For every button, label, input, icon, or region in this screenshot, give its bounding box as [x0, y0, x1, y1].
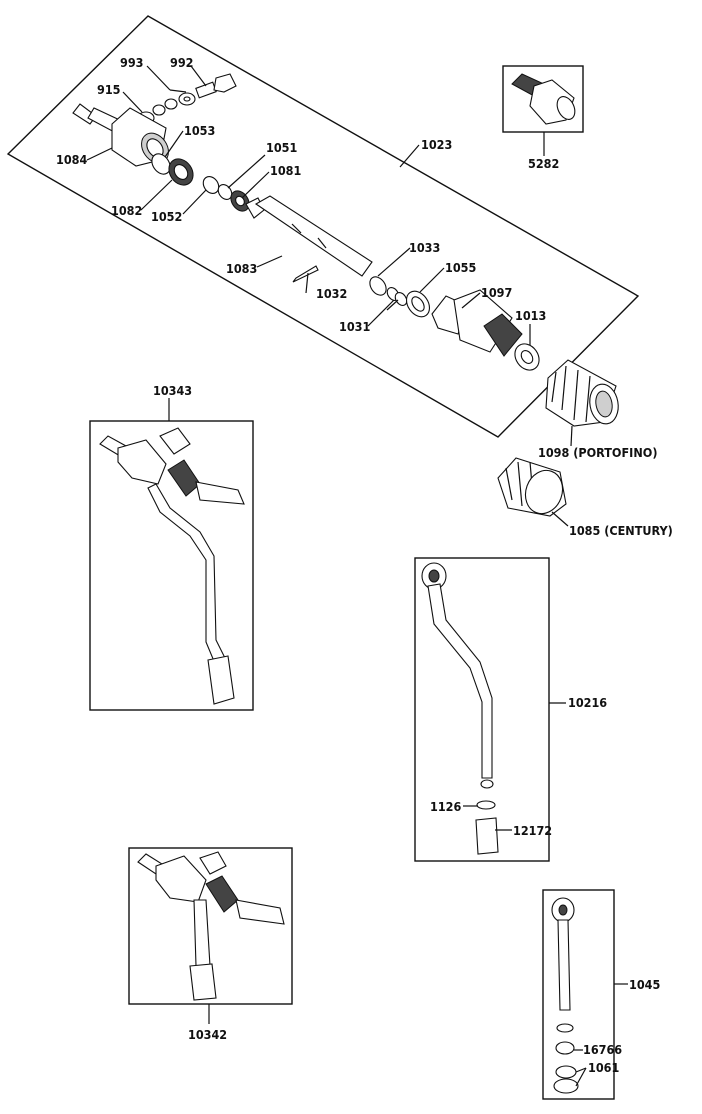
label-1097: 1097 — [481, 285, 512, 300]
label-1055: 1055 — [445, 260, 476, 275]
label-993: 993 — [120, 55, 143, 70]
part-1045-lever — [551, 897, 579, 1094]
part-1098-portofino-knob — [545, 359, 619, 427]
box-5282 — [502, 65, 584, 133]
label-1013: 1013 — [515, 308, 546, 323]
label-1085-century: 1085 (CENTURY) — [569, 523, 673, 538]
box-10342 — [128, 847, 293, 1005]
part-1052-washer — [202, 176, 220, 194]
label-10342: 10342 — [188, 1027, 227, 1042]
part-1083-shaft — [245, 195, 373, 277]
part-1033-oring — [369, 276, 387, 296]
label-10216: 10216 — [568, 695, 607, 710]
label-5282: 5282 — [528, 156, 559, 171]
part-1084-body — [72, 103, 169, 167]
part-1082-nut — [168, 158, 194, 186]
part-992-bolt — [195, 73, 237, 99]
label-1084: 1084 — [56, 152, 87, 167]
label-1061: 1061 — [588, 1060, 619, 1075]
part-10343-steam-valve — [99, 427, 245, 705]
box-10216 — [414, 557, 550, 862]
part-1085-century-knob — [497, 457, 567, 517]
box-10343 — [89, 420, 254, 711]
label-915: 915 — [97, 82, 121, 97]
label-1053: 1053 — [184, 123, 215, 138]
label-1082: 1082 — [111, 203, 142, 218]
assembly-1023-outline — [6, 15, 640, 438]
part-10342-steam-valve — [137, 851, 285, 1001]
label-1098-portofino: 1098 (PORTOFINO) — [538, 445, 657, 460]
box-1045 — [542, 889, 615, 1100]
part-1032-pin — [292, 265, 319, 283]
label-10343: 10343 — [153, 383, 192, 398]
label-1033: 1033 — [409, 240, 440, 255]
label-992: 992 — [170, 55, 193, 70]
part-1051-1081-cam — [217, 184, 250, 212]
label-1045: 1045 — [629, 977, 660, 992]
label-1083: 1083 — [226, 261, 257, 276]
leader-lines — [86, 65, 628, 1087]
label-1051: 1051 — [266, 140, 297, 155]
label-1126: 1126 — [430, 799, 461, 814]
label-1052: 1052 — [151, 209, 182, 224]
label-12172: 12172 — [513, 823, 552, 838]
label-1081: 1081 — [270, 163, 301, 178]
part-10216-lever — [421, 562, 499, 855]
part-1013-nut — [514, 343, 540, 371]
label-1023: 1023 — [421, 137, 452, 152]
label-1031: 1031 — [339, 319, 370, 334]
part-1097-valve-body — [431, 289, 523, 357]
label-1032: 1032 — [316, 286, 347, 301]
label-16766: 16766 — [583, 1042, 622, 1057]
part-5282-fitting — [511, 73, 576, 125]
part-1053-ring — [151, 153, 171, 175]
